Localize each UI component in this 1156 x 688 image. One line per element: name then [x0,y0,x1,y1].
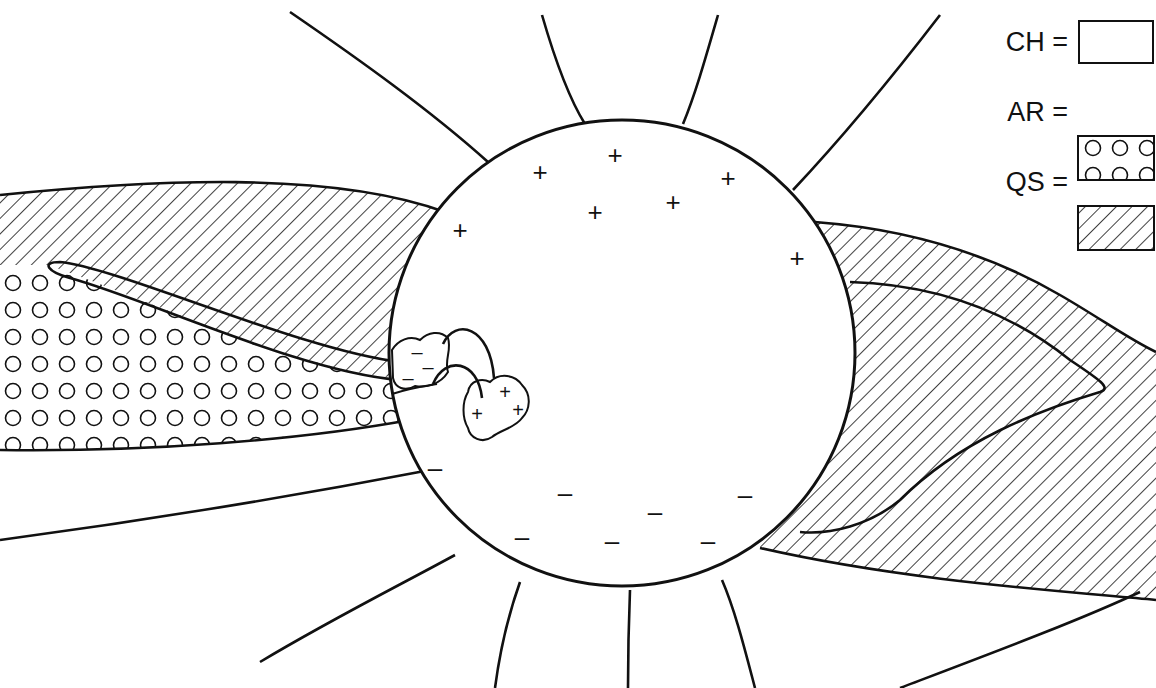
qs-swatch [1078,206,1154,250]
negative-polarity: – [558,480,572,506]
negative-polarity: – [422,357,433,377]
negative-polarity: – [701,528,715,554]
positive-polarity: + [607,142,622,168]
positive-polarity: + [452,217,467,243]
positive-polarity: + [512,400,524,420]
positive-polarity: + [532,159,547,185]
ar-swatch [1078,136,1154,180]
negative-polarity: – [738,482,752,508]
legend-swatch [1078,20,1154,64]
positive-polarity: + [720,165,735,191]
negative-polarity: – [648,499,662,525]
positive-polarity: + [471,404,483,424]
positive-polarity: + [665,189,680,215]
legend-label: CH = [1006,29,1068,56]
legend-label: QS = [1006,169,1068,196]
negative-polarity: – [411,342,422,362]
negative-polarity: – [515,524,529,550]
negative-polarity: – [402,368,413,388]
positive-polarity: + [587,199,602,225]
negative-polarity: – [428,455,442,481]
negative-polarity: – [605,528,619,554]
positive-polarity: + [499,382,511,402]
legend-label: AR = [1007,99,1068,126]
positive-polarity: + [789,245,804,271]
